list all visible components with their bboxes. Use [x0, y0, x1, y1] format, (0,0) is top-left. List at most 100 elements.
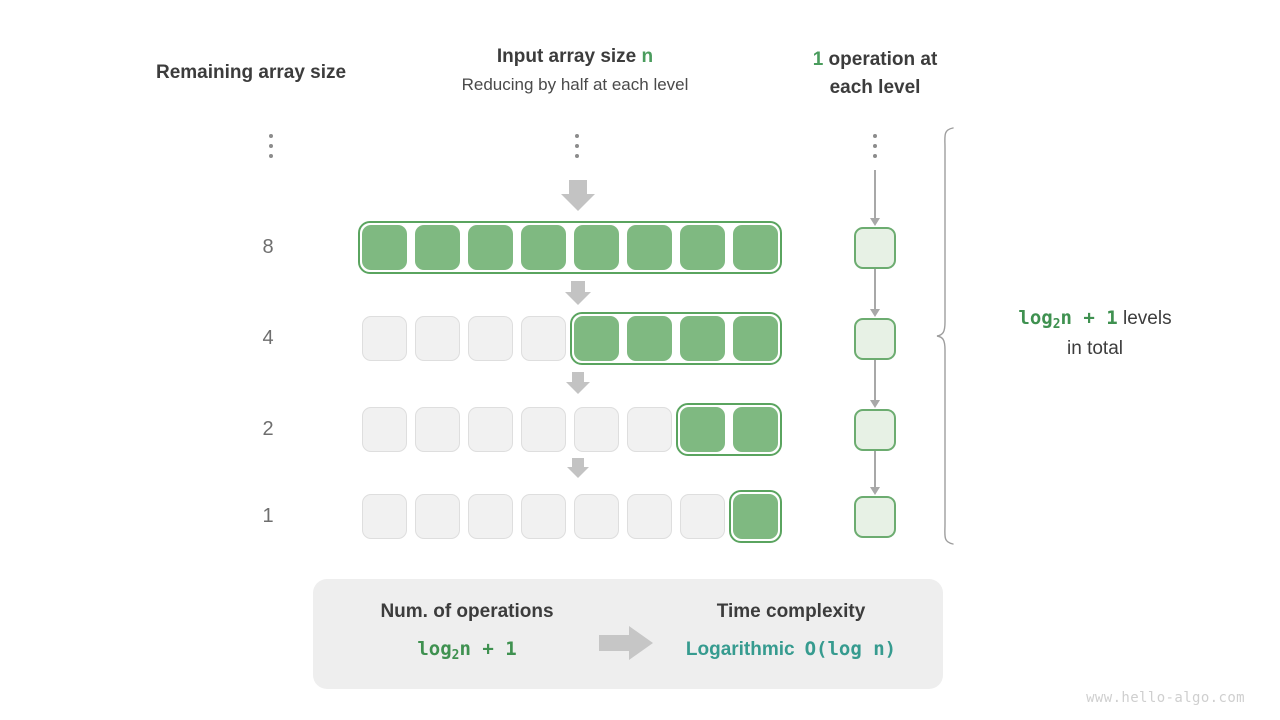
header-input-title: Input array size n: [405, 46, 745, 68]
array-cell-inactive: [574, 407, 619, 452]
summary-op-rest: n + 1: [459, 638, 517, 660]
summary-panel: Num. of operations log2n + 1 Time comple…: [313, 579, 943, 689]
array-cell-active: [362, 225, 407, 270]
op-connector-arrow-icon: [870, 400, 880, 408]
dot: [269, 154, 273, 158]
dot: [873, 144, 877, 148]
row-label-4: 4: [262, 327, 274, 349]
summary-right-arrow-icon: [599, 625, 655, 666]
operation-box-level-2: [854, 318, 896, 360]
header-input-subtitle: Reducing by half at each level: [461, 75, 689, 94]
array-cell-inactive: [468, 316, 513, 361]
array-cell-inactive: [521, 494, 566, 539]
array-cell-active: [521, 225, 566, 270]
levels-note-after: levels: [1117, 308, 1172, 329]
op-connector-arrow-icon: [870, 218, 880, 226]
array-cell-active: [680, 316, 725, 361]
summary-complexity-word: Logarithmic: [685, 639, 795, 660]
array-cell-inactive: [468, 494, 513, 539]
array-cell-active: [733, 316, 778, 361]
array-cell-active: [627, 316, 672, 361]
levels-formula-base: 2: [1052, 316, 1061, 332]
levels-brace-icon: [935, 126, 961, 551]
dot: [575, 154, 579, 158]
vertical-ellipsis-icon-right: [870, 134, 880, 158]
levels-formula-rest: n + 1: [1060, 307, 1118, 329]
array-cell-inactive: [415, 316, 460, 361]
levels-formula: log2n + 1: [1018, 307, 1118, 332]
dot: [873, 154, 877, 158]
array-cell-inactive: [362, 407, 407, 452]
header-remaining-array-size: Remaining array size: [156, 62, 347, 83]
array-cell-inactive: [627, 407, 672, 452]
dot: [269, 144, 273, 148]
summary-complexity-value: Logarithmic O(log n): [661, 638, 921, 661]
array-cell-inactive: [468, 407, 513, 452]
arrow-head: [561, 194, 595, 211]
array-cell-active: [680, 225, 725, 270]
arrow-head: [565, 382, 590, 395]
summary-operations-value: log2n + 1: [337, 638, 597, 663]
array-cell-active: [415, 225, 460, 270]
levels-total-note: log2n + 1 levels in total: [975, 303, 1215, 365]
operation-box-level-1: [854, 227, 896, 269]
op-connector-line: [874, 451, 876, 488]
watermark: www.hello-algo.com: [1086, 690, 1245, 706]
array-cell-active: [733, 225, 778, 270]
row-label-8: 8: [262, 236, 274, 258]
array-cell-active: [468, 225, 513, 270]
array-cell-inactive: [362, 316, 407, 361]
op-connector-arrow-icon: [870, 309, 880, 317]
dot: [873, 134, 877, 138]
op-connector-line: [874, 170, 876, 219]
summary-operations-title: Num. of operations: [380, 601, 554, 622]
header-op-line2: each level: [829, 76, 921, 98]
op-connector-line: [874, 360, 876, 401]
summary-op-log: log: [417, 638, 452, 660]
array-cell-inactive: [521, 316, 566, 361]
array-cell-active: [680, 407, 725, 452]
array-cell-inactive: [415, 494, 460, 539]
array-cell-inactive: [362, 494, 407, 539]
arrow-stem: [571, 372, 585, 383]
header-input-title-text: Input array size: [496, 46, 642, 67]
levels-note-line2: in total: [1067, 338, 1123, 360]
array-cell-inactive: [680, 494, 725, 539]
arrow-head: [566, 467, 589, 479]
levels-formula-log: log: [1018, 307, 1053, 329]
dot: [269, 134, 273, 138]
operation-box-level-4: [854, 496, 896, 538]
row-label-1: 1: [262, 505, 274, 527]
array-cell-active: [733, 407, 778, 452]
vertical-ellipsis-icon-middle: [572, 134, 582, 158]
array-cell-inactive: [627, 494, 672, 539]
array-row-1: [362, 494, 778, 539]
operation-box-level-3: [854, 409, 896, 451]
vertical-ellipsis-icon-left: [266, 134, 276, 158]
array-row-4: [362, 316, 778, 361]
op-connector-line: [874, 269, 876, 310]
array-cell-active: [574, 316, 619, 361]
summary-op-base: 2: [451, 647, 460, 663]
header-input-array-size: Input array size n Reducing by half at e…: [405, 46, 745, 95]
array-cell-inactive: [521, 407, 566, 452]
array-cell-inactive: [415, 407, 460, 452]
summary-complexity-notation: O(log n): [804, 638, 897, 660]
header-input-title-variable: n: [641, 46, 654, 67]
array-cell-inactive: [574, 494, 619, 539]
array-cell-active: [733, 494, 778, 539]
array-cell-active: [574, 225, 619, 270]
header-op-count: 1: [812, 49, 824, 70]
arrow-stem: [572, 458, 584, 468]
dot: [575, 144, 579, 148]
array-row-8: [362, 225, 778, 270]
dot: [575, 134, 579, 138]
arrow-head: [564, 291, 591, 305]
array-cell-active: [627, 225, 672, 270]
arrow-stem: [569, 180, 587, 194]
summary-operations-column: Num. of operations log2n + 1: [337, 601, 597, 663]
op-connector-arrow-icon: [870, 487, 880, 495]
array-row-2: [362, 407, 778, 452]
